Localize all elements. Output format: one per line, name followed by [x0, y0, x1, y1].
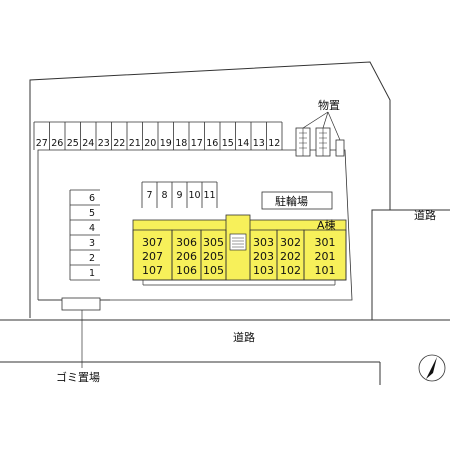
parking-stall-number: 2 — [89, 253, 95, 264]
storage-sheds — [295, 111, 345, 157]
parking-stall-number: 25 — [67, 138, 79, 149]
unit-column — [200, 229, 227, 281]
unit-number: 305 — [203, 236, 224, 249]
unit-number: 302 — [280, 236, 301, 249]
storage-shed — [335, 139, 345, 157]
parking-stall-number: 16 — [206, 138, 218, 149]
parking-stall-number: 9 — [176, 190, 182, 201]
parking-stall-number: 18 — [175, 138, 187, 149]
building-a: 3072071073062061063052051053032031033022… — [132, 214, 347, 286]
garbage-label: ゴミ置場 — [56, 370, 100, 384]
unit-number: 202 — [280, 250, 301, 263]
north-arrow-icon — [418, 354, 446, 382]
unit-number: 106 — [176, 264, 197, 277]
building-label: A棟 — [317, 218, 336, 232]
parking-stall-number: 14 — [237, 138, 249, 149]
unit-columns: 3072071073062061063052051053032031033022… — [132, 229, 347, 281]
parking-stall-number: 23 — [98, 138, 110, 149]
unit-number: 105 — [203, 264, 224, 277]
unit-number: 306 — [176, 236, 197, 249]
unit-number: 203 — [253, 250, 274, 263]
parking-stall-number: 21 — [129, 138, 141, 149]
parking-stall-number: 5 — [89, 208, 95, 219]
parking-stall-number: 10 — [188, 190, 200, 201]
garbage-area — [61, 297, 101, 311]
parking-stall-number: 6 — [89, 193, 95, 204]
parking-stall-number: 20 — [144, 138, 156, 149]
unit-number: 101 — [315, 264, 336, 277]
parking-stall-number: 19 — [160, 138, 172, 149]
unit-number: 303 — [253, 236, 274, 249]
parking-stall-number: 3 — [89, 238, 95, 249]
unit-number: 301 — [315, 236, 336, 249]
parking-stall-number: 4 — [89, 223, 95, 234]
callout-line — [327, 111, 341, 141]
parking-stall-number: 17 — [191, 138, 203, 149]
parking-stall-number: 15 — [222, 138, 234, 149]
unit-column — [303, 229, 347, 281]
storage-label: 物置 — [318, 98, 340, 112]
unit-number: 206 — [176, 250, 197, 263]
parking-stall-number: 26 — [51, 138, 63, 149]
callout-line — [322, 111, 329, 129]
parking-stall-number: 24 — [82, 138, 94, 149]
driveway-outline — [37, 149, 353, 301]
parking-stall-number: 22 — [113, 138, 125, 149]
unit-number: 107 — [142, 264, 163, 277]
parking-column-left: 6 5 4 3 2 1 — [69, 189, 100, 281]
parking-stall-number: 7 — [146, 190, 152, 201]
unit-number: 102 — [280, 264, 301, 277]
stairwell — [229, 233, 247, 251]
unit-number: 207 — [142, 250, 163, 263]
unit-number: 307 — [142, 236, 163, 249]
parking-stall-number: 12 — [268, 138, 280, 149]
callout-line — [302, 111, 329, 129]
parking-stall-number: 1 — [89, 268, 95, 279]
unit-number: 205 — [203, 250, 224, 263]
parking-stall-number: 27 — [36, 138, 48, 149]
unit-number: 103 — [253, 264, 274, 277]
site-boundary — [29, 61, 391, 320]
unit-number: 201 — [315, 250, 336, 263]
parking-stall-number: 13 — [253, 138, 265, 149]
road-label-right: 道路 — [414, 208, 436, 222]
bicycle-parking-label: 駐輪場 — [275, 194, 308, 208]
parking-stall-number: 8 — [161, 190, 167, 201]
road-label-bottom: 道路 — [233, 330, 255, 344]
bicycle-parking-area — [261, 191, 333, 210]
parking-stall-number: 11 — [203, 190, 215, 201]
